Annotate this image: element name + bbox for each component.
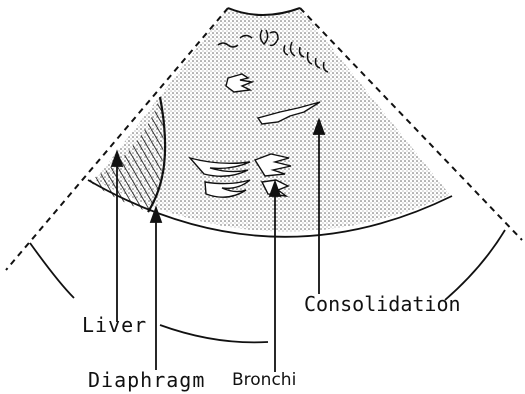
bronchi-label: Bronchi [232,370,296,390]
depth-arc-outer-left [30,243,74,298]
depth-arc-outer-mid [160,325,268,342]
liver-label: Liver [82,313,147,337]
depth-arc-outer-right [445,230,505,300]
consolidation-label: Consolidation [304,292,461,316]
diaphragm-label: Diaphragm [88,368,205,392]
